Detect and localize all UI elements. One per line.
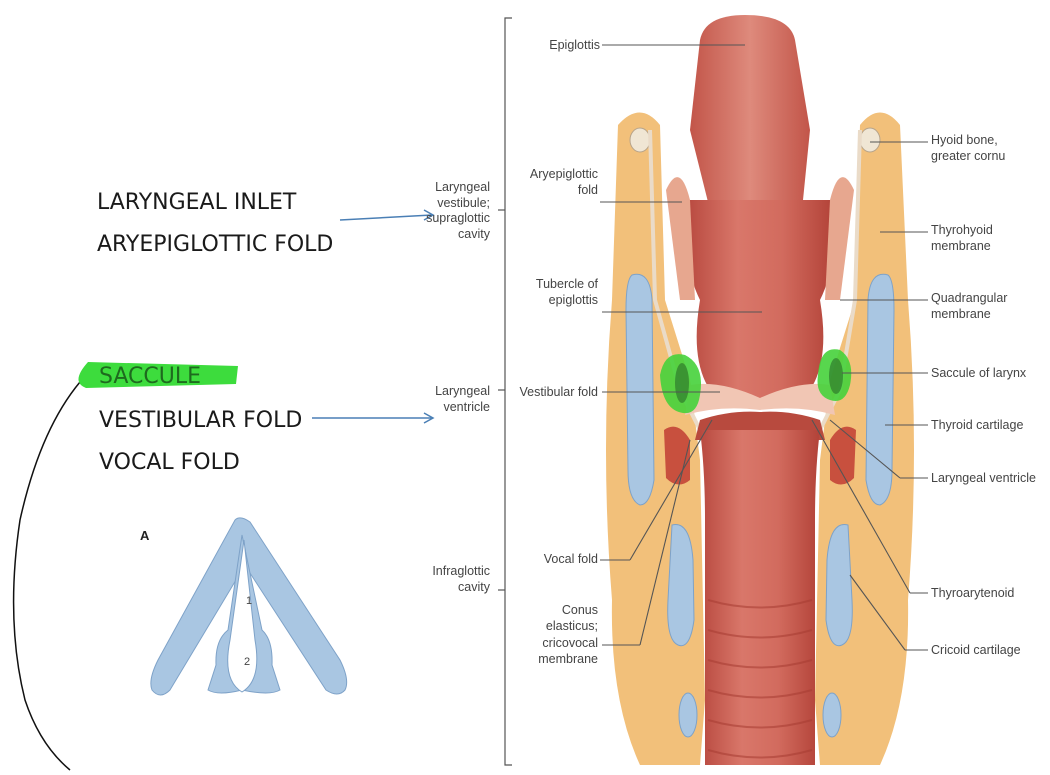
label-line: cricovocal bbox=[500, 635, 598, 651]
label-tubercle-of-epiglottis: Tubercle of epiglottis bbox=[500, 276, 598, 309]
label-line: Quadrangular bbox=[931, 290, 1007, 306]
label-saccule-of-larynx: Saccule of larynx bbox=[931, 365, 1026, 381]
label-thyrohyoid-membrane: Thyrohyoid membrane bbox=[931, 222, 993, 255]
inset-letter: A bbox=[140, 528, 149, 545]
region-infraglottic-line: cavity bbox=[400, 580, 490, 596]
label-vestibular-fold: Vestibular fold bbox=[500, 384, 598, 400]
label-thyroarytenoid: Thyroarytenoid bbox=[931, 585, 1014, 601]
label-aryepiglottic-fold: Aryepiglottic fold bbox=[500, 166, 598, 199]
label-line: elasticus; bbox=[500, 618, 598, 634]
region-vestibule: Laryngeal vestibule; supraglottic cavity bbox=[400, 180, 490, 243]
region-vestibule-line: supraglottic bbox=[400, 211, 490, 227]
label-line: membrane bbox=[931, 238, 993, 254]
note-vestibular-fold: VESTIBULAR FOLD bbox=[99, 410, 302, 432]
region-ventricle-line: ventricle bbox=[400, 400, 490, 416]
region-vestibule-line: vestibule; bbox=[400, 196, 490, 212]
label-line: Thyrohyoid bbox=[931, 222, 993, 238]
label-line: greater cornu bbox=[931, 148, 1005, 164]
label-conus-elasticus: Conus elasticus; cricovocal membrane bbox=[500, 602, 598, 667]
region-infraglottic-line: Infraglottic bbox=[400, 564, 490, 580]
label-quadrangular-membrane: Quadrangular membrane bbox=[931, 290, 1007, 323]
handwritten-curve bbox=[14, 382, 80, 770]
label-cricoid-cartilage: Cricoid cartilage bbox=[931, 642, 1021, 658]
region-ventricle: Laryngeal ventricle bbox=[400, 384, 490, 415]
label-line: epiglottis bbox=[500, 292, 598, 308]
label-line: fold bbox=[500, 182, 598, 198]
label-line: Tubercle of bbox=[500, 276, 598, 292]
region-ventricle-line: Laryngeal bbox=[400, 384, 490, 400]
note-laryngeal-inlet: LARYNGEAL INLET bbox=[97, 192, 296, 214]
label-line: Aryepiglottic bbox=[500, 166, 598, 182]
label-line: Conus bbox=[500, 602, 598, 618]
note-aryepiglottic-fold: ARYEPIGLOTTIC FOLD bbox=[97, 234, 333, 256]
label-laryngeal-ventricle: Laryngeal ventricle bbox=[931, 470, 1036, 486]
note-saccule: SACCULE bbox=[99, 366, 201, 388]
label-line: membrane bbox=[931, 306, 1007, 322]
label-thyroid-cartilage: Thyroid cartilage bbox=[931, 417, 1023, 433]
label-line: Hyoid bone, bbox=[931, 132, 1005, 148]
label-epiglottis: Epiglottis bbox=[520, 37, 600, 53]
inset-mark-1: 1 bbox=[246, 594, 252, 608]
inset-mark-2: 2 bbox=[244, 655, 250, 669]
region-infraglottic: Infraglottic cavity bbox=[400, 564, 490, 595]
region-vestibule-line: cavity bbox=[400, 227, 490, 243]
label-vocal-fold: Vocal fold bbox=[500, 551, 598, 567]
label-line: membrane bbox=[500, 651, 598, 667]
region-vestibule-line: Laryngeal bbox=[400, 180, 490, 196]
note-vocal-fold: VOCAL FOLD bbox=[99, 452, 240, 474]
label-hyoid-bone: Hyoid bone, greater cornu bbox=[931, 132, 1005, 165]
